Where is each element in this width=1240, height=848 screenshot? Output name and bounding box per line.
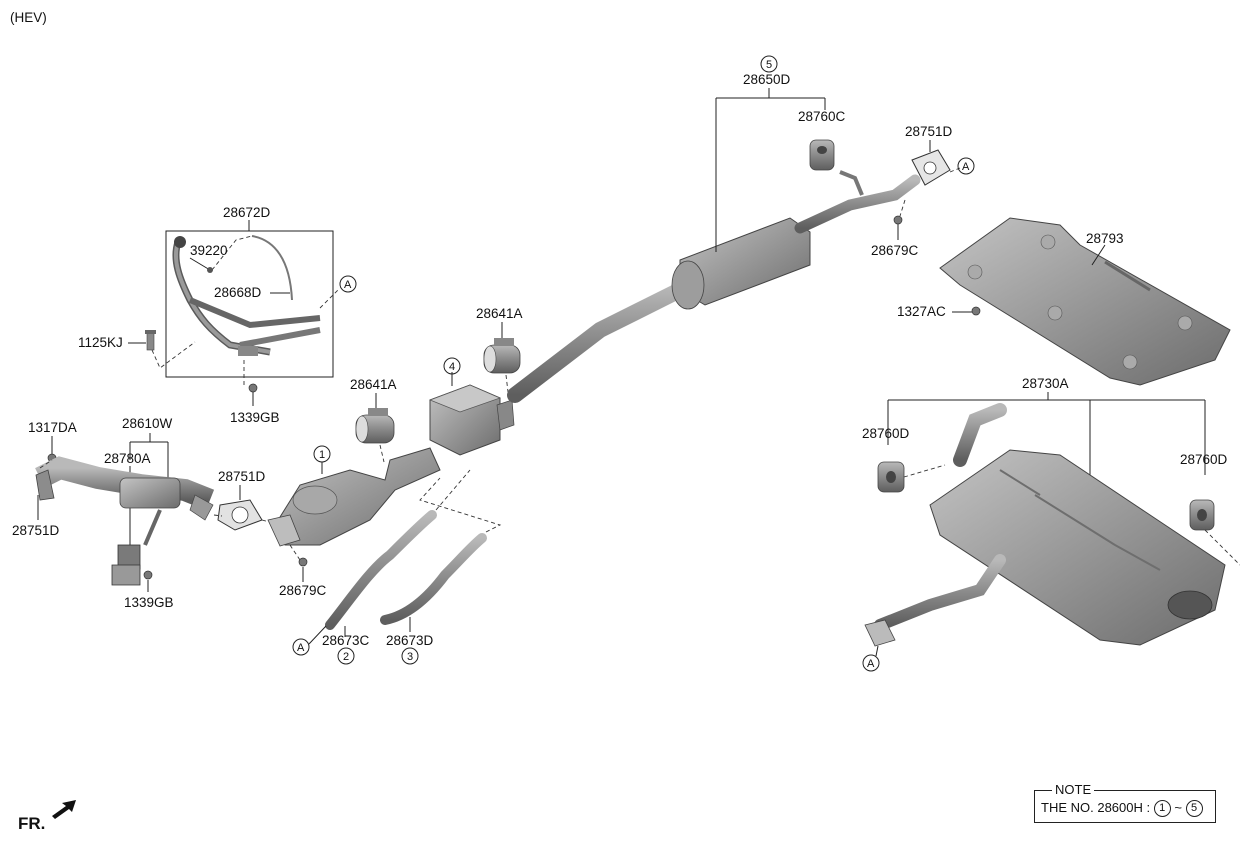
- clamp-28641A-right: [483, 338, 521, 374]
- pipe-assembly-28672D: [172, 235, 321, 356]
- label-28760D-right: 28760D: [1180, 452, 1228, 467]
- label-28641A-left: 28641A: [350, 377, 397, 392]
- label-1317DA: 1317DA: [28, 420, 77, 435]
- note-range-end: 5: [1185, 800, 1203, 818]
- nut-28679C-mid: [298, 557, 308, 567]
- note-prefix: THE NO. 28600H :: [1041, 800, 1151, 815]
- label-39220: 39220: [190, 243, 228, 258]
- front-pipe-28610W: [35, 456, 215, 546]
- label-28780A: 28780A: [104, 451, 151, 466]
- label-28760C: 28760C: [798, 109, 846, 124]
- note-range-sep: ~: [1174, 800, 1182, 815]
- rear-muffler-28730A: [864, 403, 1226, 647]
- front-arrow-icon: [52, 800, 76, 819]
- callout-5: 5: [766, 59, 772, 71]
- callout-4: 4: [449, 361, 455, 373]
- front-direction-label: FR.: [18, 814, 46, 833]
- ref-a-circle-top: [339, 275, 357, 293]
- label-28751D-left: 28751D: [12, 523, 60, 538]
- bracket-28780A: [111, 544, 141, 586]
- label-1125KJ: 1125KJ: [78, 335, 123, 350]
- label-28673D: 28673D: [386, 633, 434, 648]
- center-pipe-28650D: [507, 170, 921, 403]
- heat-shield-28793: [939, 217, 1231, 386]
- ref-a-top: A: [344, 279, 352, 291]
- ref-a-circle-bottom: [862, 654, 880, 672]
- label-1339GB-bottom: 1339GB: [124, 595, 174, 610]
- label-28672D: 28672D: [223, 205, 271, 220]
- gasket-28751D-right: [911, 149, 951, 186]
- nut-28679C-right: [893, 215, 903, 225]
- hanger-28760C: [809, 139, 835, 171]
- label-1339GB-top: 1339GB: [230, 410, 280, 425]
- ref-a-circle-mid: [292, 638, 310, 656]
- label-28641A-right: 28641A: [476, 306, 523, 321]
- note-title: NOTE: [1052, 782, 1095, 797]
- ref-a-bottom: A: [867, 658, 875, 670]
- label-28679C-right: 28679C: [871, 243, 919, 258]
- bolt-1125KJ: [145, 330, 156, 351]
- label-28793: 28793: [1086, 231, 1124, 246]
- note-box: [1034, 790, 1216, 823]
- variant-label: (HEV): [10, 10, 47, 25]
- note-text: THE NO. 28600H : 1 ~ 5: [1041, 800, 1203, 818]
- nut-1327AC: [971, 306, 981, 316]
- nut-1339GB-bottom: [143, 570, 153, 580]
- label-28679C-mid: 28679C: [279, 583, 327, 598]
- hanger-28760D-right: [1189, 499, 1215, 531]
- label-28610W: 28610W: [122, 416, 173, 431]
- sensor-pipe-28673C: [325, 510, 437, 630]
- label-28751D-right: 28751D: [905, 124, 953, 139]
- label-1327AC: 1327AC: [897, 304, 946, 319]
- hanger-28760D-left: [877, 461, 905, 493]
- nut-1339GB-top: [248, 383, 258, 393]
- ref-a-mid: A: [297, 642, 305, 654]
- center-resonator-4: [429, 384, 515, 456]
- callout-2: 2: [343, 651, 349, 663]
- label-28650D: 28650D: [743, 72, 791, 87]
- ref-a-right: A: [962, 161, 970, 173]
- note-range-start: 1: [1153, 800, 1171, 818]
- label-28668D: 28668D: [214, 285, 262, 300]
- catalytic-converter: [267, 447, 441, 547]
- callout-3: 3: [407, 651, 413, 663]
- label-28673C: 28673C: [322, 633, 370, 648]
- ref-a-circle-right: [957, 157, 975, 175]
- clamp-28641A-left: [355, 408, 395, 444]
- gasket-28751D-mid: [217, 499, 263, 531]
- callout-1: 1: [319, 449, 325, 461]
- label-28730A: 28730A: [1022, 376, 1069, 391]
- label-28751D-mid: 28751D: [218, 469, 266, 484]
- label-28760D-left: 28760D: [862, 426, 910, 441]
- sensor-pipe-28673D: [380, 533, 487, 625]
